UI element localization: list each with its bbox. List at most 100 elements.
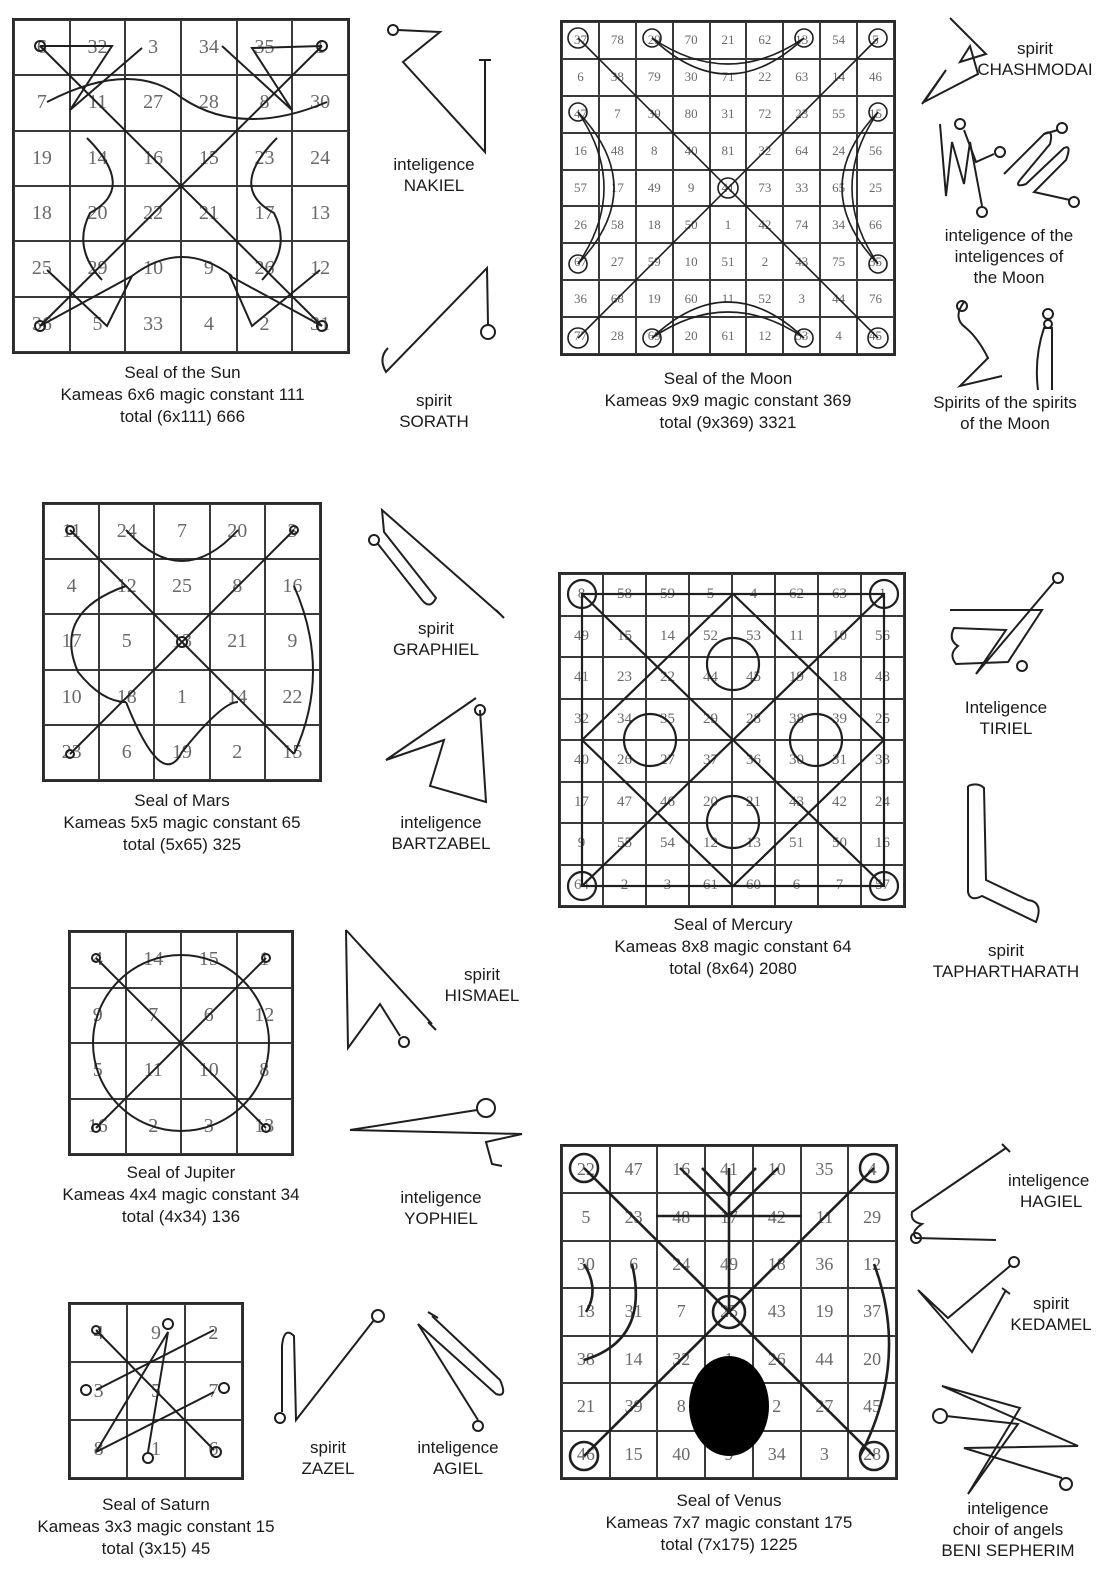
moon-kamea-cell: 44: [820, 280, 857, 317]
venus-caption-kamea: Kameas 7x7 magic constant 175: [560, 1512, 898, 1534]
moon-kamea-cell: 25: [857, 170, 894, 207]
sun-kamea-cell: 24: [292, 131, 348, 186]
moon-intelligence-line-1: inteligence of the: [916, 225, 1102, 246]
venus-choir-label: inteligence choir of angels BENI SEPHERI…: [914, 1498, 1102, 1561]
mercury-kamea-cell: 13: [732, 823, 775, 865]
moon-intelligence-line-3: the Moon: [916, 267, 1102, 288]
venus-kamea-cell: 14: [610, 1336, 658, 1383]
moon-kamea-cell: 3: [783, 280, 820, 317]
moon-caption-title: Seal of the Moon: [545, 368, 911, 390]
moon-spirit-role: spirit: [968, 38, 1102, 59]
mercury-kamea-cell: 51: [775, 823, 818, 865]
moon-kamea-cell: 80: [673, 96, 710, 133]
moon-kamea-cell: 24: [820, 133, 857, 170]
moon-kamea-cell: 64: [783, 133, 820, 170]
sun-spirit-role: spirit: [374, 390, 494, 411]
moon-kamea-cell: 39: [636, 96, 673, 133]
mercury-kamea-cell: 34: [603, 699, 646, 741]
jupiter-kamea-cell: 6: [181, 988, 237, 1044]
saturn-kamea-cell: 6: [185, 1420, 242, 1478]
venus-intelligence-name: HAGIEL: [1008, 1191, 1102, 1212]
mercury-kamea-cell: 15: [603, 616, 646, 658]
sun-kamea-cell: 9: [181, 241, 237, 296]
mercury-kamea-cell: 56: [861, 616, 904, 658]
moon-kamea-cell: 70: [673, 22, 710, 59]
moon-kamea-cell: 78: [599, 22, 636, 59]
sun-intelligence-sigil: [385, 22, 495, 152]
venus-kamea-cell: 19: [801, 1288, 849, 1335]
moon-kamea-cell: 72: [746, 96, 783, 133]
mars-kamea-cell: 5: [99, 614, 154, 669]
jupiter-caption-title: Seal of Jupiter: [20, 1162, 342, 1184]
mars-intelligence-role: inteligence: [376, 812, 506, 833]
mercury-kamea-cell: 26: [603, 740, 646, 782]
mercury-intelligence-name: TIRIEL: [946, 718, 1066, 739]
mars-kamea-cell: 2: [210, 725, 265, 780]
jupiter-kamea-cell: 1: [237, 932, 293, 988]
venus-kamea-cell: 1: [705, 1336, 753, 1383]
moon-kamea-cell: 14: [820, 59, 857, 96]
moon-kamea-cell: 10: [673, 243, 710, 280]
venus-choir-line-3: BENI SEPHERIM: [914, 1540, 1102, 1561]
mars-kamea-grid: 1124720341225816175132191018114222361921…: [42, 502, 322, 782]
moon-spirits-line-1: Spirits of the spirits: [908, 392, 1102, 413]
sun-kamea-cell: 16: [125, 131, 181, 186]
venus-intelligence-sigil: [906, 1140, 1016, 1250]
moon-kamea-cell: 34: [820, 206, 857, 243]
sun-spirit-label: spirit SORATH: [374, 390, 494, 432]
moon-kamea-cell: 4: [820, 317, 857, 354]
mars-kamea-cell: 18: [99, 670, 154, 725]
venus-caption-total: total (7x175) 1225: [560, 1534, 898, 1556]
saturn-intelligence-role: inteligence: [396, 1437, 520, 1458]
moon-kamea-cell: 29: [636, 22, 673, 59]
venus-kamea-cell: 20: [848, 1336, 896, 1383]
jupiter-spirit-name: HISMAEL: [422, 985, 542, 1006]
mercury-kamea-cell: 23: [603, 657, 646, 699]
sun-kamea-cell: 23: [237, 131, 293, 186]
mars-kamea-cell: 14: [210, 670, 265, 725]
moon-kamea-cell: 61: [710, 317, 747, 354]
mars-kamea-cell: 19: [154, 725, 209, 780]
mercury-kamea-cell: 5: [689, 574, 732, 616]
mercury-kamea-cell: 2: [603, 865, 646, 907]
moon-kamea-cell: 32: [746, 133, 783, 170]
mercury-kamea-cell: 12: [689, 823, 732, 865]
mars-spirit-sigil: [364, 502, 504, 620]
mercury-kamea-cell: 3: [646, 865, 689, 907]
moon-kamea-cell: 62: [746, 22, 783, 59]
venus-kamea-cell: 28: [848, 1431, 896, 1478]
saturn-kamea-cell: 8: [70, 1420, 127, 1478]
sun-kamea-cell: 14: [70, 131, 126, 186]
moon-kamea-cell: 21: [710, 22, 747, 59]
moon-kamea-cell: 57: [562, 170, 599, 207]
sun-kamea-cell: 17: [237, 186, 293, 241]
moon-kamea-cell: 50: [673, 206, 710, 243]
venus-spirit-name: KEDAMEL: [1000, 1314, 1102, 1335]
mercury-kamea-cell: 46: [646, 782, 689, 824]
sun-kamea-cell: 26: [237, 241, 293, 296]
moon-kamea-cell: 13: [783, 22, 820, 59]
mercury-kamea-cell: 64: [560, 865, 603, 907]
saturn-caption-total: total (3x15) 45: [0, 1538, 312, 1560]
venus-kamea-cell: 3: [801, 1431, 849, 1478]
mercury-spirit-role: spirit: [910, 940, 1102, 961]
moon-kamea-cell: 77: [562, 317, 599, 354]
mercury-kamea-cell: 60: [732, 865, 775, 907]
mars-kamea-cell: 23: [44, 725, 99, 780]
moon-kamea-cell: 26: [562, 206, 599, 243]
venus-caption-title: Seal of Venus: [560, 1490, 898, 1512]
mercury-kamea-cell: 36: [732, 740, 775, 782]
sun-kamea-cell: 27: [125, 75, 181, 130]
moon-kamea-cell: 33: [783, 170, 820, 207]
jupiter-kamea-cell: 13: [237, 1099, 293, 1155]
venus-kamea-cell: 4: [848, 1146, 896, 1193]
mercury-spirit-sigil: [958, 782, 1048, 932]
sun-kamea-cell: 1: [292, 20, 348, 75]
mars-kamea-cell: 22: [265, 670, 320, 725]
saturn-intelligence-name: AGIEL: [396, 1458, 520, 1479]
saturn-caption: Seal of Saturn Kameas 3x3 magic constant…: [0, 1494, 312, 1560]
venus-kamea-cell: 25: [705, 1288, 753, 1335]
mars-caption: Seal of Mars Kameas 5x5 magic constant 6…: [22, 790, 342, 856]
venus-kamea-cell: 32: [657, 1336, 705, 1383]
moon-kamea-cell: 56: [857, 133, 894, 170]
